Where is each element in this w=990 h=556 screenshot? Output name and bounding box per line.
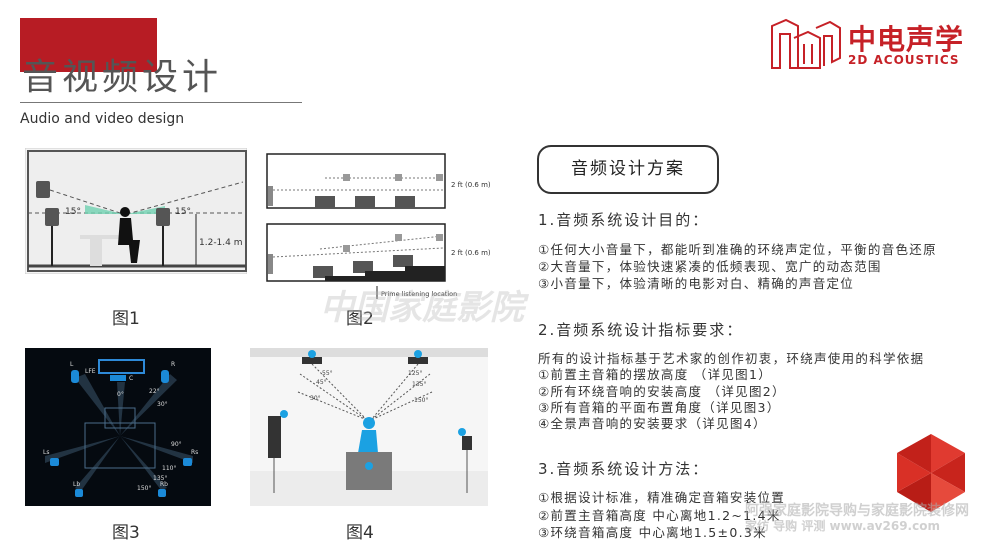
logo-text-cn: 中电声学 bbox=[848, 23, 965, 56]
svg-text:0°: 0° bbox=[117, 391, 124, 398]
section-heading: 2.音频系统设计指标要求： bbox=[538, 321, 744, 339]
height-label: 1.2-1.4 m bbox=[199, 238, 243, 248]
section-heading: 1.音频系统设计目的： bbox=[538, 211, 710, 229]
svg-text:L: L bbox=[70, 361, 74, 368]
figure-2-surround-height-diagram: 2 ft (0.6 m) 2 ft (0.6 m) Prime listenin… bbox=[266, 153, 491, 299]
svg-text:Ls: Ls bbox=[43, 449, 49, 456]
watermark: 中国家庭影院 bbox=[320, 288, 524, 328]
logo-mark-icon bbox=[771, 18, 841, 69]
svg-text:30°: 30° bbox=[157, 401, 168, 408]
list-item: ②大音量下，体验快速紧凑的低频表现、宽广的动态范围 bbox=[538, 259, 882, 274]
svg-text:C: C bbox=[129, 375, 133, 382]
list-item: ③小音量下，体验清晰的电影对白、精确的声音定位 bbox=[538, 276, 855, 291]
list-item: ③所有音箱的平面布置角度（详见图3） bbox=[538, 400, 781, 415]
prime-listening-label: Prime listening location bbox=[381, 290, 457, 298]
svg-text:R: R bbox=[171, 361, 175, 368]
svg-text:Rs: Rs bbox=[191, 449, 198, 456]
page-title: 音视频设计 bbox=[22, 57, 223, 98]
svg-text:150°: 150° bbox=[414, 397, 428, 404]
red-accent-block bbox=[20, 18, 157, 72]
svg-text:22°: 22° bbox=[149, 388, 160, 395]
svg-text:110°: 110° bbox=[162, 465, 176, 472]
angle-label: 15° bbox=[175, 207, 191, 217]
figure-1-label: 图1 bbox=[112, 309, 140, 329]
logo-text-en: 2D ACOUSTICS bbox=[848, 53, 960, 67]
svg-text:90°: 90° bbox=[171, 441, 182, 448]
list-item: ①前置主音箱的摆放高度 （详见图1） bbox=[538, 367, 773, 382]
section-heading: 3.音频系统设计方法： bbox=[538, 460, 710, 478]
list-item: ①根据设计标准，精准确定音箱安装位置 bbox=[538, 490, 786, 505]
svg-text:125°: 125° bbox=[408, 370, 422, 377]
svg-text:55°: 55° bbox=[322, 370, 333, 377]
spacing-label: 2 ft (0.6 m) bbox=[451, 249, 491, 257]
svg-text:45°: 45° bbox=[316, 379, 327, 386]
plan-title-box: 音频设计方案 bbox=[537, 145, 719, 194]
svg-text:Rb: Rb bbox=[160, 481, 168, 488]
list-item: ①任何大小音量下，都能听到准确的环绕声定位，平衡的音色还原 bbox=[538, 242, 937, 257]
svg-text:135°: 135° bbox=[412, 381, 426, 388]
list-item: ②所有环绕音响的安装高度 （详见图2） bbox=[538, 384, 786, 399]
spacing-label: 2 ft (0.6 m) bbox=[451, 181, 491, 189]
figure-4-atmos-layout-diagram: 55° 45° 30° 125° 135° 150° bbox=[250, 348, 488, 506]
svg-text:LFE: LFE bbox=[85, 368, 96, 375]
list-item: 所有的设计指标基于艺术家的创作初衷，环绕声使用的科学依据 bbox=[538, 351, 925, 366]
svg-text:30°: 30° bbox=[310, 395, 321, 402]
watermark: 家纺 导购 评测 www.av269.com bbox=[745, 519, 940, 533]
svg-text:135°: 135° bbox=[153, 475, 167, 482]
red-hexagon-decoration bbox=[897, 434, 965, 512]
page-subtitle: Audio and video design bbox=[20, 111, 185, 127]
figure-2-label: 图2 bbox=[346, 309, 374, 329]
title-divider bbox=[20, 102, 302, 103]
svg-text:150°: 150° bbox=[137, 485, 151, 492]
list-item: ④全景声音响的安装要求（详见图4） bbox=[538, 416, 767, 431]
watermark: 阿强家庭影院导购与家庭影院装修网 bbox=[745, 503, 969, 519]
list-item: ②前置主音箱高度 中心离地1.2~1.4米 bbox=[538, 508, 781, 523]
figure-3-label: 图3 bbox=[112, 523, 140, 543]
angle-label: 15° bbox=[65, 207, 81, 217]
figure-1-speaker-height-diagram: 15° 15° 1.2-1.4 m bbox=[25, 148, 247, 274]
svg-text:Lb: Lb bbox=[73, 481, 80, 488]
list-item: ③环绕音箱高度 中心离地1.5±0.3米 bbox=[538, 525, 767, 540]
figure-4-label: 图4 bbox=[346, 523, 374, 543]
